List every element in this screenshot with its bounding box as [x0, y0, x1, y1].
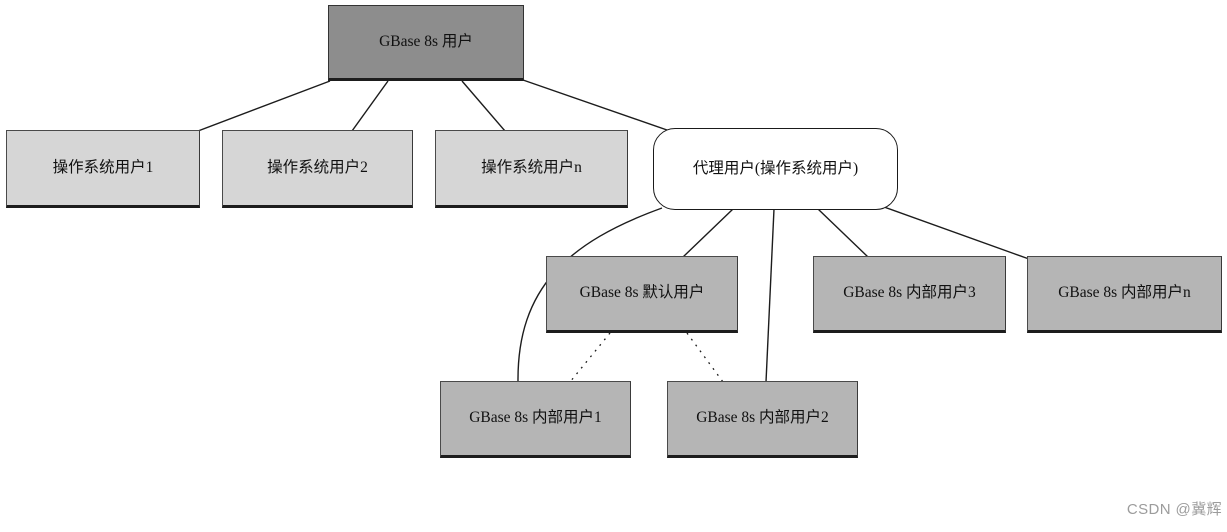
edge-default-internal2-dotted [686, 332, 724, 383]
node-gbase-internal-user-3: GBase 8s 内部用户3 [813, 256, 1006, 333]
node-proxy-user: 代理用户(操作系统用户) [653, 128, 898, 210]
edge-root-os2 [351, 80, 389, 132]
edge-proxy-internal3 [817, 208, 869, 258]
node-gbase-internal-user-2: GBase 8s 内部用户2 [667, 381, 858, 458]
edge-proxy-internal2 [765, 208, 775, 383]
edge-proxy-default [682, 208, 734, 258]
node-gbase-internal-user-n: GBase 8s 内部用户n [1027, 256, 1222, 333]
node-os-user-n: 操作系统用户n [435, 130, 628, 208]
edge-root-osn [461, 80, 506, 132]
edge-root-proxy [522, 79, 668, 131]
edge-default-internal1-dotted [569, 332, 611, 383]
node-os-user-2: 操作系统用户2 [222, 130, 413, 208]
csdn-watermark: CSDN @冀辉 [1126, 501, 1222, 518]
node-gbase-8s-user: GBase 8s 用户 [328, 5, 524, 81]
node-gbase-internal-user-1: GBase 8s 内部用户1 [440, 381, 631, 458]
node-gbase-default-user: GBase 8s 默认用户 [546, 256, 738, 333]
edge-proxy-internaln [883, 206, 1030, 260]
edge-root-os1 [197, 80, 331, 132]
node-os-user-1: 操作系统用户1 [6, 130, 200, 208]
